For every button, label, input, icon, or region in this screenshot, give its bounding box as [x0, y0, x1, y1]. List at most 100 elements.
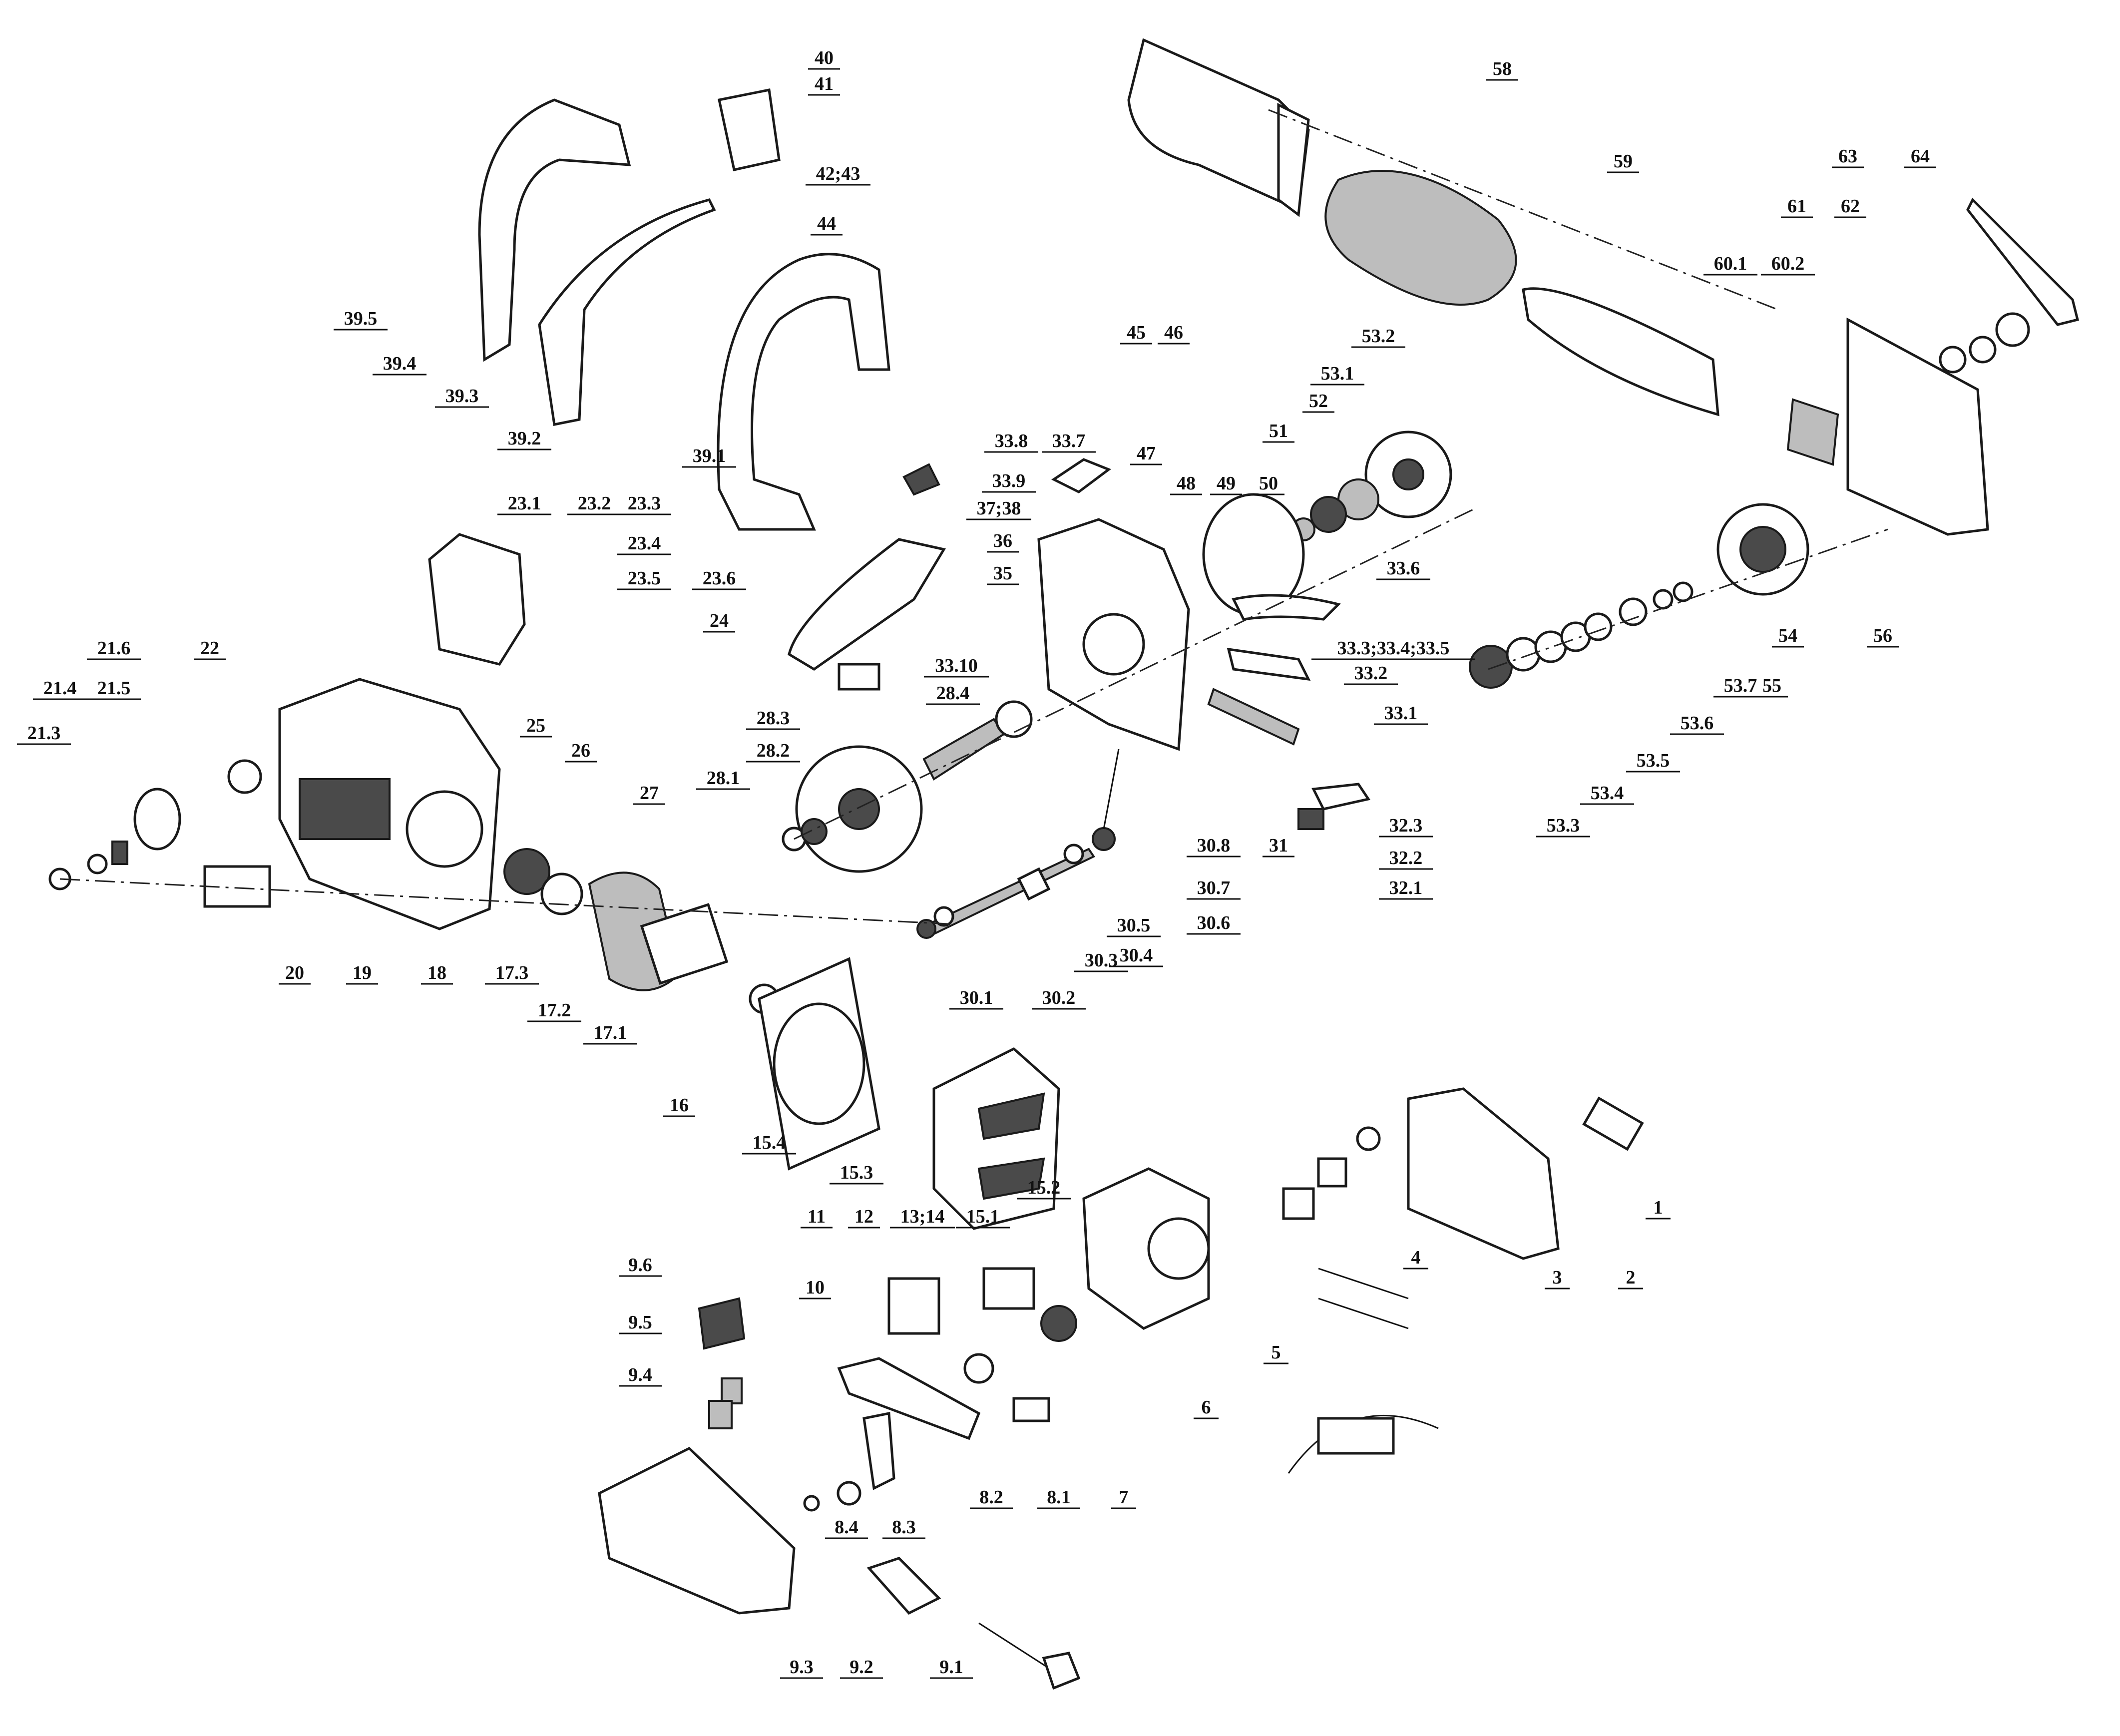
part-label-text: 30.3: [1085, 950, 1118, 971]
rear-housing-3: [1407, 1087, 1560, 1260]
part-label-text: 2: [1626, 1267, 1636, 1288]
part-label-13-14: 13;14: [890, 1206, 955, 1229]
brush-cap-top: [1282, 1187, 1315, 1220]
nut-63: [1995, 312, 2030, 347]
parts-artwork: [48, 38, 2080, 1690]
part-label-21-3: 21.3: [17, 723, 71, 745]
part-label-text: 39.4: [383, 353, 417, 374]
part-label-18: 18: [421, 962, 453, 985]
part-label-28-4: 28.4: [926, 683, 980, 705]
part-label-text: 39.2: [508, 428, 541, 449]
spring-30-1: [916, 919, 936, 939]
power-cord-9-1: [978, 1622, 1049, 1669]
part-label-text: 26: [571, 740, 590, 761]
axis-main: [59, 878, 949, 925]
motor-housing-bore: [406, 790, 483, 868]
part-label-58: 58: [1486, 58, 1518, 81]
part-label-41: 41: [808, 73, 840, 96]
part-label-47: 47: [1130, 443, 1162, 465]
part-label-8-1: 8.1: [1037, 1487, 1080, 1509]
part-label-text: 53.3: [1547, 815, 1580, 836]
part-label-text: 46: [1164, 322, 1183, 343]
part-labels: 12345678.18.28.38.49.19.29.39.49.59.6101…: [17, 47, 1936, 1679]
part-label-39-2: 39.2: [497, 428, 551, 450]
part-label-text: 30.5: [1117, 915, 1151, 936]
spring-30-8: [1103, 749, 1120, 830]
part-label-23-4: 23.4: [617, 533, 671, 555]
part-label-text: 42;43: [816, 163, 860, 184]
part-label-17-2: 17.2: [527, 1000, 581, 1022]
washer-54: [1673, 581, 1694, 602]
part-label-50: 50: [1253, 473, 1284, 495]
part-label-text: 32.1: [1389, 877, 1423, 898]
armature-core: [640, 903, 729, 985]
part-label-33-3-33-4-33-5: 33.3;33.4;33.5: [1311, 638, 1475, 660]
part-label-30-4: 30.4: [1109, 945, 1163, 967]
bar-guide-plate: [788, 538, 946, 671]
part-label-text: 20: [285, 962, 304, 983]
bracket-32-2: [1311, 783, 1371, 811]
part-label-text: 17.1: [594, 1022, 627, 1043]
part-label-text: 30.2: [1042, 987, 1076, 1008]
bushing-30-5: [1063, 844, 1084, 865]
brush-holder-15-1: [1040, 1305, 1077, 1342]
bearing-17-3: [540, 872, 583, 915]
part-label-text: 11: [808, 1206, 826, 1227]
stator-winding-bottom: [977, 1157, 1045, 1200]
motor-housing-window: [299, 778, 391, 840]
part-label-23-1: 23.1: [497, 493, 551, 515]
part-label-text: 13;14: [900, 1206, 945, 1227]
part-label-text: 53.7: [1724, 675, 1757, 696]
part-label-text: 5: [1272, 1342, 1281, 1363]
part-label-text: 27: [640, 783, 659, 804]
front-handle-39-5: [478, 98, 631, 362]
brake-switch-block: [428, 533, 526, 666]
gear-housing-bore: [1082, 613, 1145, 676]
part-label-text: 21.3: [27, 723, 61, 744]
part-label-text: 17.2: [538, 1000, 571, 1021]
tag-plate: [838, 663, 880, 691]
part-label-text: 9.5: [628, 1312, 652, 1333]
part-label-16: 16: [663, 1095, 695, 1117]
block-7: [1012, 1397, 1050, 1422]
part-label-text: 64: [1911, 146, 1930, 167]
part-label-20: 20: [279, 962, 311, 985]
part-label-text: 10: [806, 1277, 825, 1298]
part-label-30-5: 30.5: [1107, 915, 1161, 937]
trigger-lever-8-2: [862, 1411, 895, 1490]
rear-casing-15-2: [1082, 1167, 1210, 1330]
part-label-9-1: 9.1: [930, 1657, 973, 1679]
part-label-28-3: 28.3: [746, 708, 800, 730]
brush-holder-right: [1317, 1157, 1347, 1188]
part-label-text: 33.8: [995, 431, 1028, 451]
part-label-32-2: 32.2: [1379, 848, 1433, 870]
part-label-text: 12: [854, 1206, 873, 1227]
part-label-56: 56: [1867, 625, 1899, 648]
part-label-33-6: 33.6: [1376, 558, 1430, 580]
part-label-text: 15.3: [840, 1162, 873, 1183]
part-label-text: 36: [993, 530, 1012, 551]
part-label-text: 48: [1177, 473, 1196, 494]
part-label-23-5: 23.5: [617, 568, 671, 590]
switch-block-40: [718, 88, 781, 171]
side-plate-shape: [1846, 317, 1989, 536]
part-label-text: 39.3: [445, 386, 479, 407]
cord-guard-9-2: [866, 1557, 941, 1615]
part-label-33-2: 33.2: [1344, 663, 1398, 685]
part-label-53-3: 53.3: [1536, 815, 1590, 838]
part-label-39-1: 39.1: [682, 445, 736, 468]
part-label-text: 52: [1309, 391, 1328, 412]
part-label-text: 49: [1217, 473, 1236, 494]
big-gear-hub: [838, 788, 880, 830]
handle-bracket-39-2: [538, 198, 716, 426]
part-label-21-4: 21.4: [33, 678, 87, 700]
spring-33-1: [1207, 688, 1300, 746]
part-label-19: 19: [346, 962, 378, 985]
part-label-text: 33.9: [992, 470, 1026, 491]
part-label-text: 9.6: [628, 1255, 652, 1276]
rear-handle-39-1: [717, 253, 890, 531]
part-label-17-1: 17.1: [583, 1022, 637, 1045]
part-label-28-1: 28.1: [696, 768, 750, 790]
part-label-46: 46: [1158, 322, 1190, 345]
